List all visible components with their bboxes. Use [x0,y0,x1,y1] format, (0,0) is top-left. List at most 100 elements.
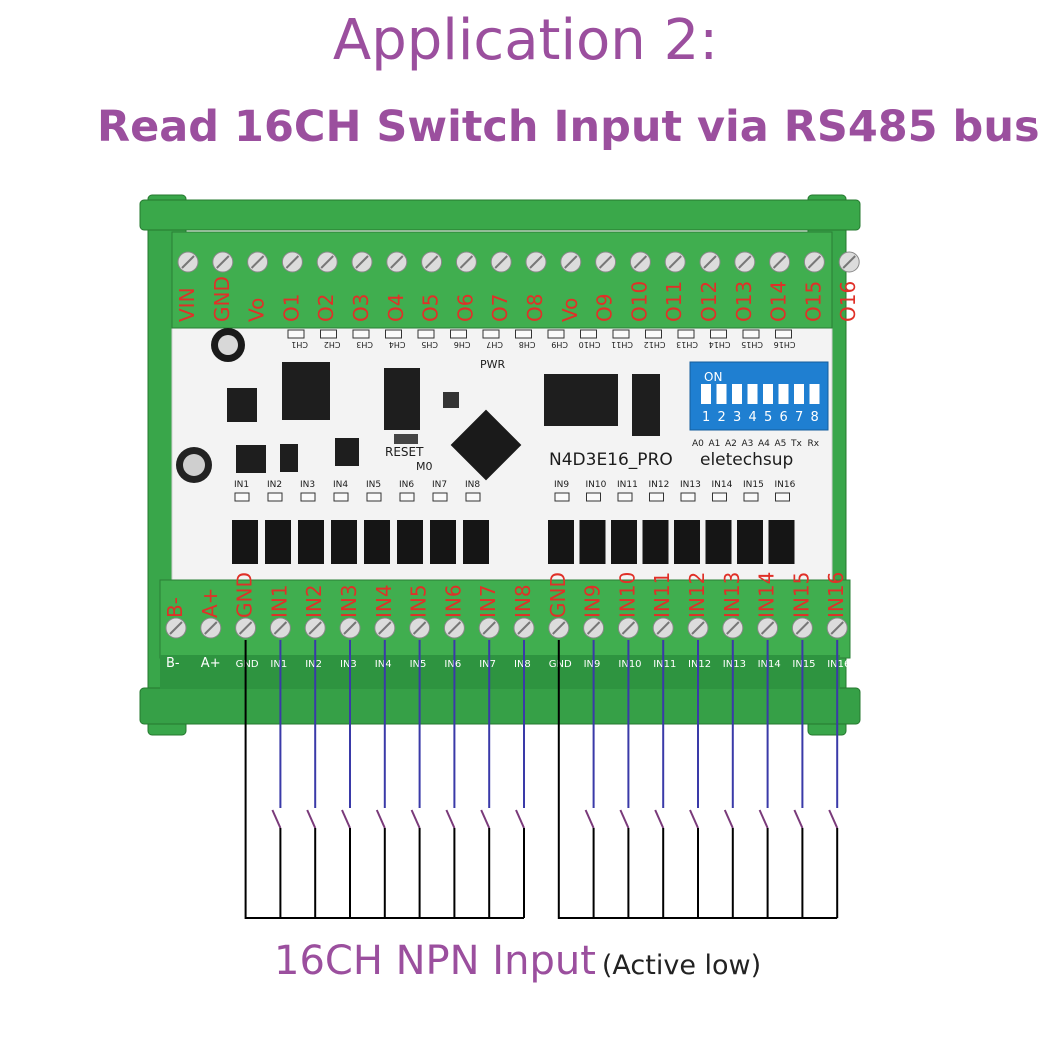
channel-led-label: CH6 [454,340,471,349]
input-led-label: IN4 [333,480,348,490]
top-terminal-label: VIN [175,287,199,322]
address-label: A2 [725,439,737,449]
bottom-terminal-label: IN14 [755,572,779,618]
bottom-silk-label: IN13 [723,659,746,670]
optocoupler [265,520,291,564]
input-led [366,492,382,502]
channel-led [580,329,597,339]
reset-label: RESET [385,445,424,459]
dip-key[interactable] [747,384,758,404]
dip-key[interactable] [732,384,742,404]
input-led-label: IN15 [743,480,764,490]
bottom-silk-label: IN8 [514,659,531,670]
input-led [775,492,790,502]
bottom-silk-label: IN15 [792,659,815,670]
top-terminal-label: O3 [349,294,373,322]
bottom-terminal-label: IN13 [720,572,744,618]
optocoupler [397,520,423,564]
input-led [743,492,759,502]
input-led [617,492,633,502]
top-terminal-label: O12 [697,281,721,322]
top-terminal-label: O13 [732,281,756,322]
channel-led-label: CH4 [389,340,406,349]
bottom-terminal-label: GND [233,572,257,618]
bottom-silk-label: GND [236,659,259,670]
bottom-terminal-label: IN3 [337,584,361,618]
brand-label: eletechsup [700,450,793,470]
input-led-label: IN10 [586,480,607,490]
switch-contact [689,809,699,829]
top-terminal-label: O4 [384,294,408,322]
top-terminal-label: O15 [801,281,825,322]
page-title: Application 2: [332,8,719,73]
channel-led-label: CH10 [579,340,601,349]
top-terminal-label: O10 [627,281,651,322]
bottom-terminal-label: IN5 [407,584,431,618]
dip-key[interactable] [716,384,727,404]
address-label: A1 [709,439,721,449]
mode-label: M0 [416,460,433,473]
bottom-terminal-label: IN12 [685,572,709,618]
dip-key[interactable] [701,384,711,404]
bottom-terminal-label: IN6 [441,584,465,618]
optocoupler [579,520,606,564]
input-led [586,492,601,502]
input-led-label: IN3 [300,480,315,490]
address-label: A3 [742,439,754,449]
dip-key[interactable] [763,384,773,404]
bottom-silk-label: IN4 [375,659,392,670]
address-label: A0 [692,439,704,449]
address-label: A4 [758,439,770,449]
top-terminal-label: O5 [419,294,443,322]
dip-number: 2 [718,410,726,425]
optocoupler [642,520,669,564]
switch-contact [619,809,630,829]
channel-led-label: CH13 [676,340,698,349]
dip-number: 3 [733,410,741,425]
input-led-label: IN6 [399,480,414,490]
channel-led-label: CH14 [709,340,731,349]
input-led [399,492,415,502]
channel-led [710,329,727,339]
top-terminal-block [171,231,833,329]
top-terminal-label: O6 [453,294,477,322]
model-label: N4D3E16_PRO [549,450,673,470]
ic-u2 [632,374,660,436]
channel-led-label: CH15 [741,340,763,349]
input-led [465,492,481,502]
switch-contact [515,809,525,829]
channel-led [742,329,760,339]
switch-contact [410,809,421,829]
channel-led [385,329,402,339]
channel-led [352,329,370,339]
dip-key[interactable] [794,384,804,404]
dip-key[interactable] [809,384,820,404]
bottom-silk-label: IN3 [340,659,357,670]
mcu [450,409,522,481]
top-terminal-label: O16 [836,281,860,322]
optocoupler [430,520,456,564]
input-led [300,492,316,502]
channel-led-label: CH11 [611,340,633,349]
dip-number: 5 [764,410,772,425]
switch-contact [723,809,734,829]
channel-led-label: CH9 [551,340,568,349]
bottom-silk-label: GND [549,659,572,670]
input-led-label: IN8 [465,480,480,490]
channel-led [547,329,565,339]
input-led-label: IN14 [712,480,733,490]
input-led-label: IN11 [617,480,638,490]
optocoupler [768,520,795,564]
channel-led [417,329,435,339]
channel-led [320,329,337,339]
dip-key[interactable] [778,384,789,404]
input-led [554,492,570,502]
switch-contact [793,809,804,829]
bottom-terminal-label: IN2 [302,584,326,618]
dip-number: 1 [702,410,710,425]
bottom-terminal-label: GND [546,572,570,618]
input-led [333,492,349,502]
caption-note: (Active low) [601,950,762,981]
bottom-silk-strip [160,655,840,689]
